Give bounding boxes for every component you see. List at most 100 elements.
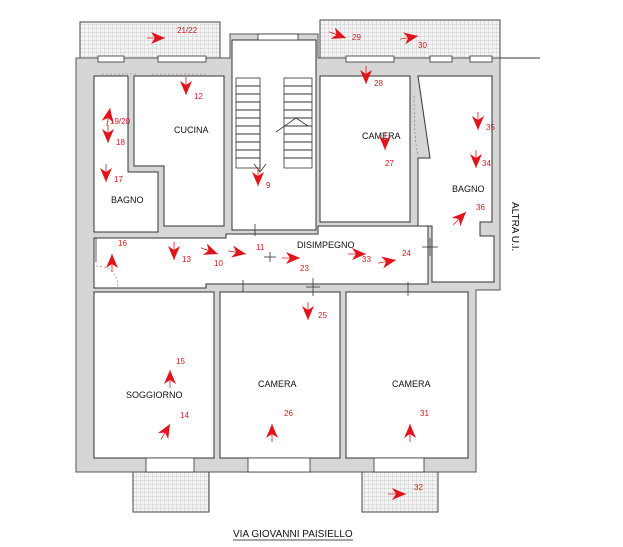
marker-label: 13 — [182, 255, 191, 264]
camera-direction-arrow — [302, 306, 314, 320]
photo-marker: 13 — [168, 242, 191, 264]
camera-direction-arrow — [202, 243, 218, 255]
photo-marker: 34 — [470, 150, 491, 168]
marker-label: 14 — [180, 411, 189, 420]
marker-label: 17 — [114, 175, 123, 184]
camera-direction-arrow — [381, 256, 396, 269]
door-swings — [95, 73, 438, 296]
camera-direction-arrow — [252, 172, 264, 186]
room-camera-mid-shape — [219, 291, 341, 459]
adjacent-unit-label: ALTRA U.I. — [509, 202, 520, 251]
photo-marker: 12 — [180, 77, 203, 101]
street-name: VIA GIOVANNI PAISIELLO — [233, 529, 353, 540]
photo-marker: 19/20 — [101, 107, 131, 126]
photo-marker: 16 — [106, 239, 127, 272]
camera-direction-arrow — [404, 424, 416, 438]
marker-label: 36 — [476, 203, 485, 212]
photo-marker: 18 — [102, 125, 125, 147]
marker-label: 29 — [352, 33, 361, 42]
camera-direction-arrow — [100, 168, 112, 182]
balcony-top-left — [79, 21, 221, 59]
room-cucina-shape — [133, 75, 225, 227]
photo-marker: 28 — [360, 66, 383, 88]
marker-label: 34 — [482, 159, 491, 168]
label-bagno-left: BAGNO — [111, 195, 144, 205]
photo-marker: 35 — [472, 112, 495, 132]
camera-direction-arrow — [360, 70, 372, 84]
photo-marker: 27 — [379, 132, 394, 168]
room-bagno-right-shape — [417, 75, 495, 283]
marker-label: 26 — [284, 409, 293, 418]
marker-label: 25 — [318, 311, 327, 320]
balcony-bottom-left — [132, 471, 210, 513]
camera-direction-arrow — [101, 108, 114, 123]
photo-marker: 24 — [378, 249, 411, 269]
camera-direction-arrow — [102, 129, 114, 143]
camera-direction-arrow — [472, 116, 484, 130]
label-soggiorno: SOGGIORNO — [126, 390, 183, 400]
photo-marker: 31 — [404, 409, 429, 442]
photo-marker: 14 — [157, 411, 189, 440]
marker-label: 35 — [486, 123, 495, 132]
marker-label: 11 — [256, 243, 265, 252]
room-camera-top-shape — [319, 75, 411, 223]
camera-direction-arrow — [180, 81, 192, 95]
label-camera-top: CAMERA — [362, 131, 401, 141]
marker-label: 31 — [420, 409, 429, 418]
room-camera-right-shape — [345, 291, 469, 459]
marker-label: 24 — [402, 249, 411, 258]
camera-direction-arrow — [352, 248, 366, 260]
photo-marker: 25 — [302, 302, 327, 320]
camera-direction-arrow — [157, 424, 170, 440]
marker-label: 28 — [374, 79, 383, 88]
camera-direction-arrow — [403, 32, 418, 45]
camera-direction-arrow — [151, 32, 165, 44]
camera-direction-arrow — [106, 254, 118, 268]
label-camera-mid: CAMERA — [258, 379, 297, 389]
camera-direction-arrow — [392, 488, 406, 500]
label-cucina: CUCINA — [174, 125, 209, 135]
photo-marker: 30 — [400, 32, 427, 50]
corridor-shape — [93, 225, 429, 289]
windows — [97, 33, 493, 473]
marker-label: 27 — [385, 159, 394, 168]
marker-label: 9 — [266, 181, 271, 190]
photo-marker: 17 — [100, 164, 123, 184]
stairwell-shape — [231, 39, 317, 231]
photo-marker: 21/22 — [147, 26, 198, 44]
marker-label: 18 — [116, 138, 125, 147]
camera-direction-arrow — [164, 370, 176, 384]
label-disimpegno: DISIMPEGNO — [297, 240, 355, 250]
photo-marker: 29 — [328, 27, 361, 42]
camera-direction-arrow — [266, 424, 278, 438]
staircase — [235, 77, 313, 173]
camera-direction-arrow — [286, 252, 300, 264]
photo-marker: 36 — [451, 203, 485, 227]
label-bagno-right: BAGNO — [452, 184, 485, 194]
camera-direction-arrow — [330, 27, 346, 39]
photo-marker: 15 — [164, 357, 185, 388]
photo-marker: 26 — [266, 409, 293, 442]
photo-marker: 10 — [200, 243, 223, 268]
marker-label: 21/22 — [177, 26, 198, 35]
camera-direction-arrow — [168, 246, 180, 260]
camera-direction-arrow — [379, 136, 391, 150]
photo-marker: 32 — [388, 483, 423, 500]
photo-marker: 23 — [282, 252, 309, 273]
marker-label: 15 — [176, 357, 185, 366]
photo-markers: 21/22 29 30 12 28 19/20 18 35 27 34 17 9 36 16 11 10 13 2… — [100, 26, 495, 500]
marker-label: 33 — [362, 255, 371, 264]
marker-label: 19/20 — [110, 117, 131, 126]
label-camera-right: CAMERA — [392, 379, 431, 389]
photo-marker: 33 — [348, 248, 371, 264]
photo-marker: 9 — [252, 168, 271, 190]
marker-label: 30 — [418, 41, 427, 50]
marker-label: 16 — [118, 239, 127, 248]
marker-label: 10 — [214, 259, 223, 268]
room-soggiorno-shape — [93, 291, 215, 459]
marker-label: 12 — [194, 92, 203, 101]
marker-label: 23 — [300, 264, 309, 273]
camera-direction-arrow — [231, 245, 246, 258]
marker-label: 32 — [414, 483, 423, 492]
